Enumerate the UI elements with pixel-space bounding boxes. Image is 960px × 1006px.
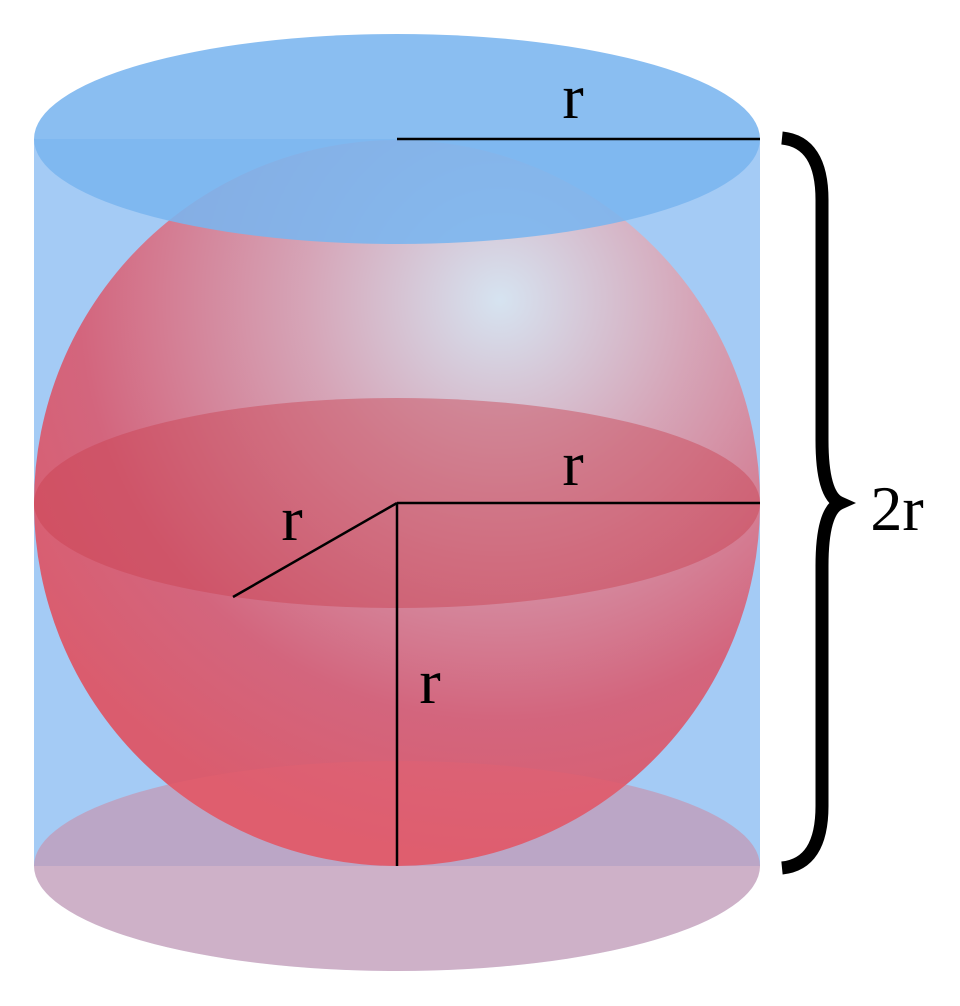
vertical-radius-label: r: [419, 646, 440, 717]
top-radius-label: r: [562, 61, 583, 132]
depth-radius-line: [232, 501, 398, 599]
equator-radius-label: r: [562, 428, 583, 499]
height-brace: [780, 131, 856, 875]
height-label: 2r: [870, 473, 923, 544]
depth-radius-label: r: [281, 483, 302, 554]
